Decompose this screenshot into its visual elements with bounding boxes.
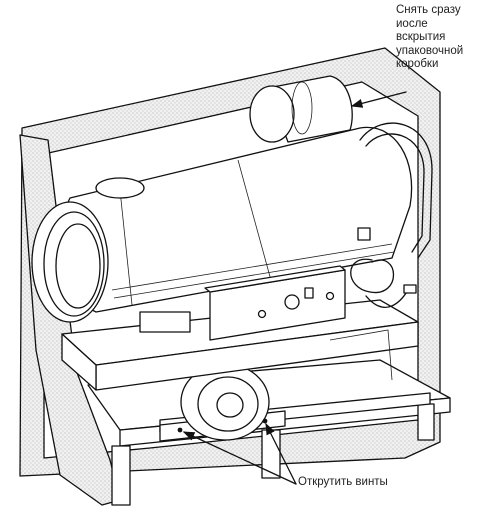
packing-tube-ring — [291, 81, 313, 135]
cylinder-front-inner — [55, 223, 101, 309]
handle-and-cable — [350, 122, 433, 308]
reset-button — [325, 291, 335, 301]
cylinder-seam-2 — [119, 189, 133, 306]
exhaust-stub — [95, 177, 145, 199]
carry-handle-inner — [365, 133, 425, 253]
arrow-to-right-screw — [265, 422, 297, 485]
cylinder-lower-rail-2 — [113, 251, 395, 299]
heater-cylinder — [31, 126, 413, 323]
arrow-to-left-screw — [182, 431, 297, 485]
base-tank-side — [61, 333, 97, 391]
pallet-leg-left — [111, 445, 131, 506]
control-panel — [139, 265, 346, 341]
packing-tube — [249, 75, 353, 143]
base-frame-tube — [329, 329, 393, 381]
handle-bracket — [357, 227, 371, 241]
power-plug — [403, 284, 417, 294]
thermostat-knob — [284, 294, 300, 310]
carry-handle — [359, 122, 433, 259]
screw-right — [262, 418, 268, 424]
arrow-to-packing-tube — [350, 91, 407, 108]
indicator-lamp — [257, 309, 267, 319]
cylinder-lower-rail — [111, 243, 393, 291]
callout-remove-after-unpacking: Снять сразу иосле вскрытия упаковочной к… — [396, 4, 464, 70]
side-window — [139, 311, 191, 333]
screw-left — [177, 427, 183, 433]
cylinder-seam-1 — [237, 159, 273, 285]
packing-tube-end — [249, 85, 295, 143]
callout-unscrew-screws: Открутить винты — [298, 476, 388, 488]
fan-housing — [159, 363, 286, 442]
pallet-leg-mid — [261, 429, 281, 479]
pallet-leg-right — [417, 403, 435, 441]
control-panel-top — [204, 265, 346, 293]
main-switch — [304, 287, 314, 299]
fan-hub — [216, 392, 244, 418]
